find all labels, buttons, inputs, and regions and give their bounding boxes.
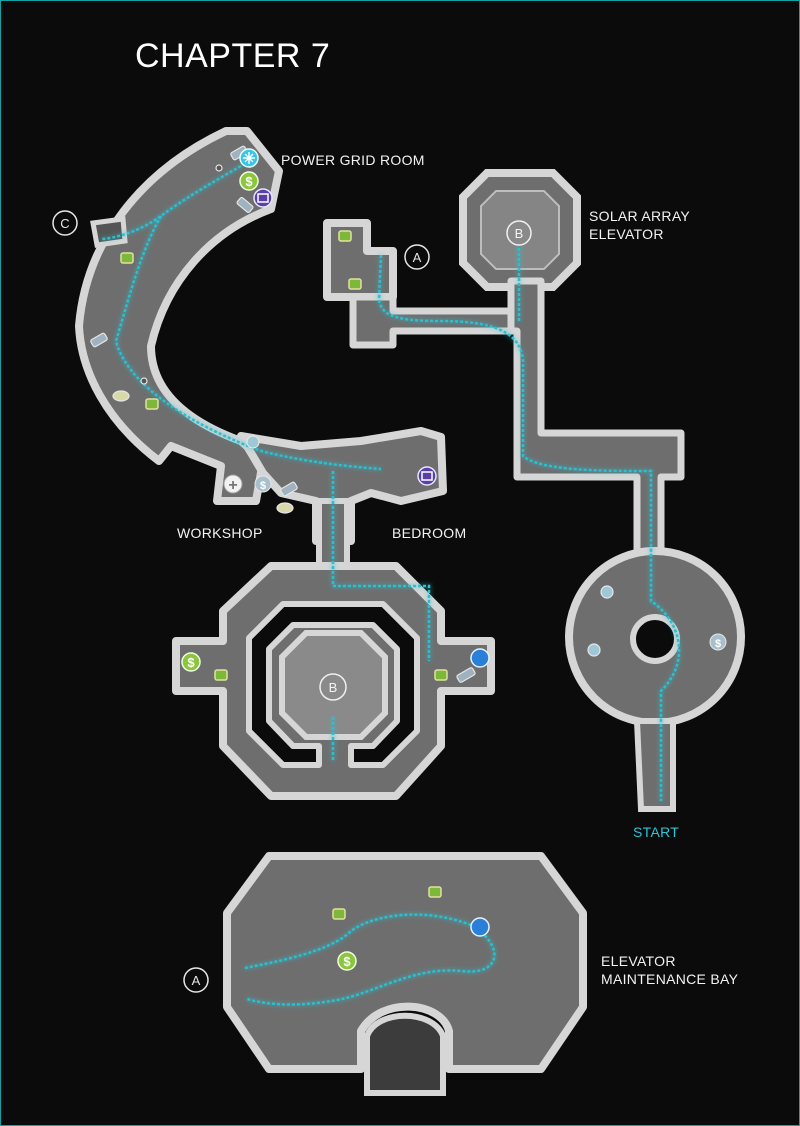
power-icon-spark <box>243 152 255 164</box>
canister-icon[interactable] <box>112 390 130 402</box>
east-corridor-wall <box>507 277 685 595</box>
medkit-icon[interactable] <box>223 474 243 494</box>
lock-icon[interactable] <box>417 466 437 486</box>
route-ring <box>331 471 431 661</box>
crate-ring-1[interactable] <box>214 669 228 681</box>
marker-a-bottom[interactable] <box>183 967 209 993</box>
crate-ring-2[interactable] <box>434 669 448 681</box>
maintenance-bay-wall <box>223 852 587 1073</box>
crate-crescent-2[interactable] <box>145 398 159 410</box>
terminal-icon[interactable] <box>456 667 476 683</box>
node-icon <box>215 164 223 172</box>
credit-icons: $ $ $ $ $ <box>181 171 727 971</box>
lock-icon[interactable] <box>253 188 273 208</box>
east-corridor <box>507 277 745 812</box>
crates <box>120 230 448 920</box>
marker-c-label: C <box>60 216 69 231</box>
solar-array-label-line2: ELEVATOR <box>589 226 664 242</box>
marker-b-top-label: B <box>515 226 524 241</box>
credit-icon[interactable] <box>239 171 259 191</box>
terminal-icon[interactable] <box>236 197 254 213</box>
power-grid-room-label: POWER GRID ROOM <box>281 152 425 168</box>
terminals <box>90 145 614 683</box>
node-icon <box>140 377 148 385</box>
crate-bay-1[interactable] <box>332 908 346 920</box>
marker-b-mid[interactable] <box>319 673 347 701</box>
start-room-pillar <box>630 614 680 664</box>
route-crescent <box>114 215 382 471</box>
lock-icon-glyph <box>421 471 433 481</box>
credit-icon-glyph: $ <box>260 480 266 492</box>
marker-a-bottom-label: A <box>192 973 201 988</box>
marker-c[interactable] <box>52 210 78 236</box>
lock-icons <box>253 188 437 486</box>
maintenance-doorway <box>364 1012 446 1096</box>
bedroom-label: BEDROOM <box>392 525 467 541</box>
marker-a-top-label: A <box>413 250 422 265</box>
camera-icon[interactable] <box>587 643 601 657</box>
crate-crescent-1[interactable] <box>120 252 134 264</box>
credit-icon-glyph: $ <box>245 174 253 189</box>
route-power-grid <box>100 164 242 241</box>
octagon-inner-wall <box>246 601 420 768</box>
power-grid-wing <box>75 127 283 505</box>
camera-icon[interactable] <box>246 435 260 449</box>
credit-icon[interactable] <box>181 652 201 672</box>
hack-icons <box>470 648 490 937</box>
crate-a-2[interactable] <box>348 278 362 290</box>
start-corridor <box>633 718 676 812</box>
start-label: START <box>633 824 680 840</box>
credit-icon[interactable] <box>337 951 357 971</box>
credit-icon-dim[interactable] <box>254 475 272 493</box>
route-a <box>377 254 681 801</box>
canister-icon[interactable] <box>276 502 294 514</box>
marker-a-top[interactable] <box>404 244 430 270</box>
terminal-icon[interactable] <box>90 332 108 348</box>
solar-array-label: SOLAR ARRAY ELEVATOR <box>589 207 690 243</box>
hack-icon[interactable] <box>470 648 490 668</box>
credit-icon-glyph: $ <box>715 638 721 650</box>
maintenance-bay-label-line1: ELEVATOR <box>601 953 676 969</box>
credit-icon-glyph: $ <box>187 655 195 670</box>
medkit-icon-glyph: + <box>228 477 237 494</box>
route-lines <box>100 164 681 1006</box>
c-nook <box>90 216 128 248</box>
crate-a-1[interactable] <box>338 230 352 242</box>
credit-icon-dim[interactable] <box>709 633 727 651</box>
maintenance-bay-label: ELEVATOR MAINTENANCE BAY <box>601 952 738 988</box>
solar-array-label-line1: SOLAR ARRAY <box>589 208 691 224</box>
terminal-icon[interactable] <box>280 481 298 497</box>
maintenance-bay <box>223 852 587 1096</box>
chapter-title: CHAPTER 7 <box>135 37 331 75</box>
lock-icon-glyph <box>257 193 269 203</box>
maintenance-bay-label-line2: MAINTENANCE BAY <box>601 971 739 987</box>
hack-icon[interactable] <box>470 917 490 937</box>
marker-b-top[interactable] <box>506 220 532 246</box>
credit-icon-glyph: $ <box>343 954 351 969</box>
marker-b-mid-label: B <box>329 680 338 695</box>
route-maintenance <box>244 913 496 1006</box>
crate-bay-2[interactable] <box>428 886 442 898</box>
workshop-label: WORKSHOP <box>177 525 263 541</box>
waypoint-markers: C A B B A <box>52 210 532 993</box>
camera-icon[interactable] <box>600 585 614 599</box>
